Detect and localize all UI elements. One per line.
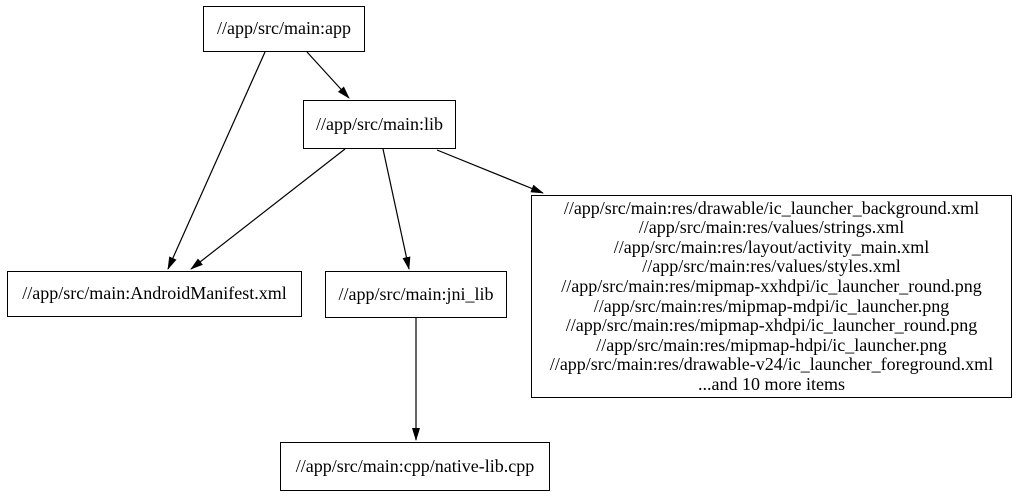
res-group-line: //app/src/main:res/mipmap-hdpi/ic_launch… bbox=[596, 334, 947, 355]
res-group-line: //app/src/main:res/mipmap-mdpi/ic_launch… bbox=[593, 295, 950, 316]
node-res-group: //app/src/main:res/drawable/ic_launcher_… bbox=[531, 195, 1012, 398]
node-androidmanifest-label: //app/src/main:AndroidManifest.xml bbox=[22, 283, 287, 304]
node-androidmanifest: //app/src/main:AndroidManifest.xml bbox=[7, 271, 302, 317]
edge-lib-to-androidmanifest bbox=[190, 148, 346, 270]
node-jni-lib: //app/src/main:jni_lib bbox=[325, 271, 507, 318]
node-native-lib-cpp: //app/src/main:cpp/native-lib.cpp bbox=[280, 442, 550, 491]
res-group-line: //app/src/main:res/mipmap-xxhdpi/ic_laun… bbox=[561, 275, 982, 296]
node-app: //app/src/main:app bbox=[203, 6, 365, 52]
edge-app-to-androidmanifest bbox=[167, 51, 266, 270]
edge-app-to-lib bbox=[306, 51, 350, 99]
node-app-label: //app/src/main:app bbox=[217, 18, 351, 39]
node-jni-lib-label: //app/src/main:jni_lib bbox=[338, 283, 494, 304]
res-group-line: //app/src/main:res/layout/activity_main.… bbox=[613, 236, 930, 257]
edge-lib-to-res-group bbox=[436, 149, 544, 194]
res-group-line: //app/src/main:res/values/strings.xml bbox=[638, 217, 905, 238]
node-lib-label: //app/src/main:lib bbox=[316, 113, 443, 134]
res-group-line: //app/src/main:res/drawable/ic_launcher_… bbox=[563, 197, 980, 218]
res-group-line: //app/src/main:res/mipmap-xhdpi/ic_launc… bbox=[565, 315, 978, 336]
res-group-line: //app/src/main:res/values/styles.xml bbox=[642, 256, 901, 277]
edge-lib-to-jni-lib bbox=[382, 148, 411, 270]
res-group-line: //app/src/main:res/drawable-v24/ic_launc… bbox=[549, 354, 994, 375]
res-group-more-items: ...and 10 more items bbox=[698, 373, 845, 394]
node-lib: //app/src/main:lib bbox=[303, 100, 456, 149]
node-native-lib-cpp-label: //app/src/main:cpp/native-lib.cpp bbox=[295, 455, 535, 476]
